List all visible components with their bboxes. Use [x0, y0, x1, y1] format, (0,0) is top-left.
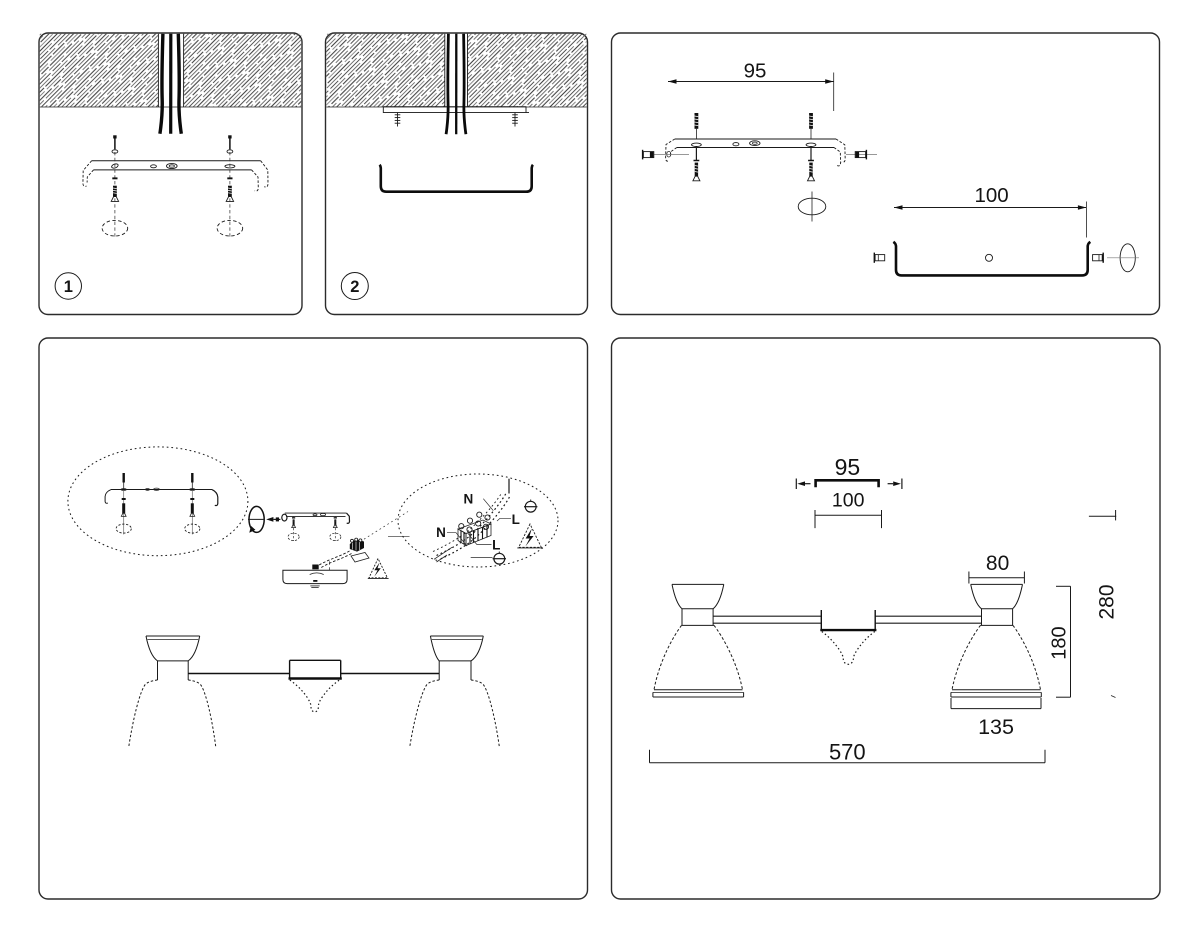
svg-text:570: 570 [829, 740, 866, 765]
svg-text:N: N [436, 525, 446, 540]
svg-text:100: 100 [974, 184, 1008, 207]
svg-text:80: 80 [986, 552, 1009, 575]
svg-text:L: L [492, 538, 500, 553]
svg-text:100: 100 [832, 490, 865, 512]
svg-text:L: L [512, 512, 520, 527]
svg-text:180: 180 [1049, 626, 1071, 659]
svg-text:1: 1 [64, 278, 73, 296]
svg-text:280: 280 [1096, 584, 1119, 619]
svg-text:95: 95 [744, 60, 767, 83]
svg-text:2: 2 [350, 278, 359, 296]
svg-text:135: 135 [978, 715, 1014, 739]
svg-text:N: N [464, 492, 474, 507]
svg-text:95: 95 [835, 454, 861, 480]
